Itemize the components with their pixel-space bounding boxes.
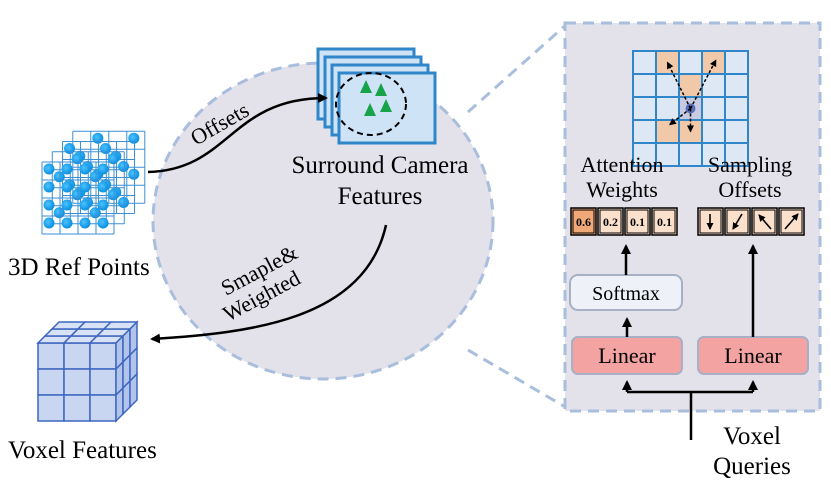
surround-camera-label: Surround Camera (291, 152, 468, 179)
grid-cell (678, 142, 703, 167)
grid-cell (632, 73, 657, 98)
grid-cell (701, 73, 726, 98)
attention-weight-cells: 0.6 0.2 0.1 0.1 (570, 207, 678, 236)
softmax-label: Softmax (592, 283, 660, 305)
ref-point (92, 132, 104, 144)
attention-weights-label-2: Weights (586, 177, 658, 202)
zoom-connectors (467, 22, 568, 410)
feature-triangle (360, 80, 372, 93)
voxel-front-cell (63, 394, 91, 422)
grid-cell (724, 119, 749, 144)
ref-point (61, 199, 73, 211)
ref-point (64, 142, 76, 154)
ref-point (79, 163, 91, 175)
grid-cell (701, 96, 726, 121)
grid-cell (724, 96, 749, 121)
ref-point (128, 168, 140, 180)
sampling-offset-cells (697, 207, 805, 236)
linear-left-label: Linear (598, 343, 656, 368)
grid-cell (724, 50, 749, 75)
voxel-queries-label: Voxel (723, 423, 781, 450)
voxel-front-cell (37, 394, 65, 422)
offsets-arrow (147, 93, 328, 174)
attention-weight-value: 0.2 (603, 215, 618, 229)
feature-triangle (364, 103, 376, 116)
ref-point (107, 153, 119, 165)
ref-point (100, 142, 112, 154)
ref-point (97, 217, 109, 229)
ref-point (97, 199, 109, 211)
grid-cell (678, 50, 703, 75)
ref-point (71, 189, 83, 201)
grid-cell (655, 73, 680, 98)
attention-weights-label: Attention (580, 152, 663, 177)
ref-point (43, 217, 55, 229)
ref-point (97, 163, 109, 175)
ref-point (53, 207, 65, 219)
voxel-features-label: Voxel Features (8, 437, 157, 464)
panel-flow-arrows (621, 244, 758, 440)
voxel-side-cell (115, 386, 124, 423)
sampling-offsets-label: Sampling (708, 152, 792, 177)
sampling-offsets-label-2: Offsets (718, 177, 781, 202)
ref-point (43, 163, 55, 175)
ref-point (43, 181, 55, 193)
attention-weight-value: 0.1 (630, 215, 645, 229)
attention-weight-value: 0.6 (576, 215, 591, 229)
attention-weight-value: 0.1 (657, 215, 672, 229)
offset-arrow (689, 59, 717, 109)
ref-point (128, 132, 140, 144)
ref-point (79, 217, 91, 229)
voxel-features-cube (36, 320, 139, 423)
voxel-side-cell (129, 372, 138, 409)
ref-point (61, 181, 73, 193)
ref-points-label: 3D Ref Points (8, 254, 150, 281)
camera-feature-stack (316, 47, 437, 145)
ref-points-cube (41, 130, 146, 235)
ref-point (61, 163, 73, 175)
voxel-front-cell (89, 342, 117, 370)
grid-cell (701, 119, 726, 144)
ref-point (61, 217, 73, 229)
voxel-front-cell (63, 368, 91, 396)
ref-point (89, 171, 101, 183)
ref-point (79, 181, 91, 193)
sample-weighted-arrow (150, 224, 388, 344)
ref-point (118, 160, 130, 172)
grid-cell (632, 119, 657, 144)
voxel-side-cell (122, 379, 131, 416)
ref-point (118, 196, 130, 208)
grid-cell (701, 50, 726, 75)
ref-point (43, 199, 55, 211)
ref-point (79, 199, 91, 211)
ref-point (53, 171, 65, 183)
voxel-front-cell (37, 342, 65, 370)
surround-camera-label-2: Features (338, 183, 423, 210)
voxel-front-cell (63, 342, 91, 370)
ref-point (89, 207, 101, 219)
linear-right-label: Linear (724, 343, 782, 368)
grid-cell (632, 50, 657, 75)
grid-cell (724, 73, 749, 98)
voxel-front-cell (89, 394, 117, 422)
grid-cell (724, 142, 749, 167)
voxel-front-cell (37, 368, 65, 396)
sampling-region-circle (335, 72, 407, 136)
offset-arrow (666, 61, 692, 109)
voxel-queries-label-2: Queries (713, 453, 791, 480)
feature-triangle (375, 83, 387, 96)
feature-triangle (380, 99, 392, 112)
grid-cell (655, 96, 680, 121)
ref-point (71, 153, 83, 165)
ref-point (107, 189, 119, 201)
grid-cell (632, 96, 657, 121)
offset-arrow (669, 107, 691, 126)
ref-point (97, 181, 109, 193)
voxel-front-cell (89, 368, 117, 396)
grid-cell (655, 119, 680, 144)
sampling-grid (632, 50, 749, 167)
